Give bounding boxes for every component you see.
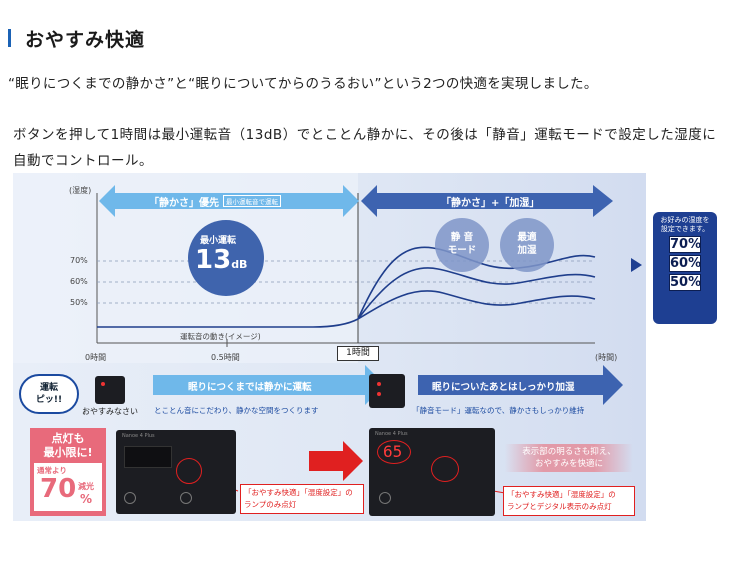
speech-line1: 運転 (39, 383, 58, 393)
x-tick-unit: (時間) (595, 353, 618, 362)
humidity-option-50: 50% (669, 274, 702, 291)
humidity-option-70: 70% (669, 236, 702, 253)
lamp-panel (369, 374, 405, 408)
control-panel-after: Nanoe 4 Plus 65 (369, 428, 495, 516)
dim-pct: 70 (40, 474, 77, 504)
dim-normal: 通常より (37, 466, 67, 475)
humidity-option-60: 60% (669, 255, 702, 272)
speech-bubble: 運転 ピッ!! (19, 374, 79, 414)
dim-callout: 点灯も 最小限に! 通常より 70 減光 % (30, 428, 106, 516)
body-text: ボタンを押して1時間は最小運転音（13dB）でとことん静かに、その後は「静音」運… (13, 127, 717, 169)
callout-before: 「おやすみ快適」「湿度設定」の ランプのみ点灯 (240, 484, 364, 514)
callout-after: 「おやすみ快適」「湿度設定」の ランプとデジタル表示のみ点灯 (503, 486, 635, 516)
min-noise-title: 最小運転 (200, 236, 237, 246)
brightness-note: 表示部の明るさも抑え、 おやすみを快適に (505, 444, 633, 472)
dim-pct-unit: % (80, 492, 93, 506)
preference-note-2: 設定できます。 (660, 225, 710, 233)
mode-silent: 静 音 モード (438, 231, 486, 257)
phase2-label: 「静かさ」+「加湿」 (441, 198, 540, 209)
x-marker-1h: 1時間 (337, 346, 379, 361)
section-title: おやすみ快適 (25, 28, 146, 51)
sleep-lamp-icon (101, 382, 105, 386)
dim-lines: 点灯も 最小限に! (30, 428, 106, 460)
lead-text: “眠りにつくまでの静かさ”と“眠りについてからのうるおい”という2つの快適を実現… (8, 76, 598, 92)
dim-line2: 最小限に! (43, 446, 93, 459)
phase1-label: 「静かさ」優先 (149, 197, 219, 209)
dim-line1: 点灯も (51, 432, 85, 445)
callout-after-line1: 「おやすみ快適」「湿度設定」の (507, 490, 616, 499)
x-tick-half: 0.5時間 (211, 353, 240, 362)
lamp-highlight-1 (176, 458, 202, 484)
flow1-label: 眠りにつくまでは静かに運転 (188, 382, 312, 393)
preference-note-1: お好みの湿度を (660, 216, 710, 224)
display-off (124, 446, 172, 468)
sleep-button-panel (95, 376, 125, 404)
curve-note: 運転音の動き(イメージ) (180, 332, 261, 341)
min-noise-unit: dB (231, 258, 248, 271)
min-noise-value: 13 (195, 245, 232, 275)
flow1-sub: とことん音にこだわり、静かな空間をつくります (154, 406, 319, 415)
x-tick-0: 0時間 (85, 353, 107, 362)
panel-brand-1: Nanoe 4 Plus (122, 433, 155, 439)
panel-brand-2: Nanoe 4 Plus (375, 431, 408, 437)
speech-line2: ピッ!! (35, 395, 63, 405)
lamp-icon-2 (377, 392, 381, 396)
flow2-label: 眠りについたあとはしっかり加湿 (432, 382, 575, 393)
dim-pct-box: 通常より 70 減光 % (34, 463, 102, 511)
heading-accent-bar (8, 29, 11, 47)
brightness-line2: おやすみを快適に (534, 459, 603, 469)
sleep-button-caption: おやすみなさい (82, 407, 138, 416)
y-axis-label: (湿度) (69, 186, 92, 195)
power-icon-2 (379, 492, 391, 504)
figure-graphics (13, 173, 642, 494)
mode-optimal: 最適 加湿 (503, 231, 551, 257)
min-noise-value-group: 13dB (195, 245, 247, 275)
lamp-icon-1 (377, 382, 381, 386)
lamp-highlight-2 (431, 456, 459, 482)
humidity-preference-box: お好みの湿度を 設定できます。 70% 60% 50% (653, 212, 717, 324)
y-tick-50: 50% (70, 298, 88, 307)
flow2-sub: 「静音モード」運転なので、静かさもしっかり維持 (412, 406, 585, 415)
power-icon (124, 492, 136, 504)
dim-reduce: 減光 (78, 482, 94, 491)
preference-note: お好みの湿度を 設定できます。 (653, 212, 717, 234)
callout-after-line2: ランプとデジタル表示のみ点灯 (507, 502, 612, 511)
control-panel-before: Nanoe 4 Plus (116, 430, 236, 514)
phase1-sublabel: 最小運転音で運転 (223, 195, 281, 207)
mode-optimal-line2: 加湿 (517, 245, 537, 256)
y-tick-70: 70% (70, 256, 88, 265)
mode-silent-line1: 静 音 (450, 232, 474, 243)
y-tick-60: 60% (70, 277, 88, 286)
mode-optimal-line1: 最適 (517, 232, 537, 243)
section-heading: おやすみ快適 (8, 25, 145, 51)
display-highlight (377, 440, 411, 464)
callout-before-line2: ランプのみ点灯 (244, 500, 297, 509)
phase1-label-group: 「静かさ」優先 最小運転音で運転 (149, 193, 281, 209)
callout-before-line1: 「おやすみ快適」「湿度設定」の (244, 488, 353, 497)
mode-icon (180, 492, 192, 504)
mode-silent-line2: モード (447, 245, 477, 256)
brightness-line1: 表示部の明るさも抑え、 (522, 447, 616, 457)
